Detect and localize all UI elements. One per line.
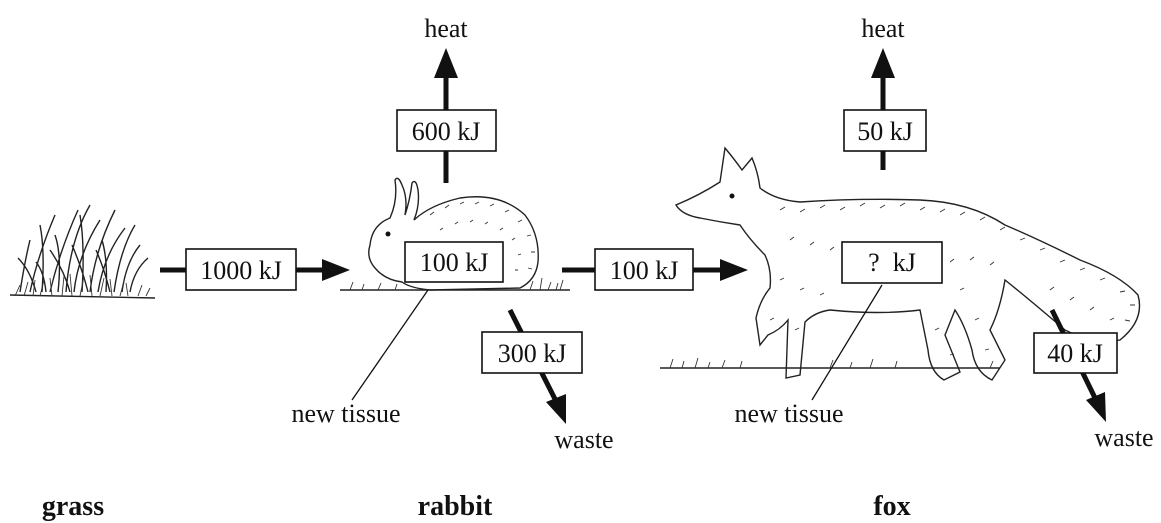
label-grass: grass xyxy=(42,491,104,522)
box-grass-to-rabbit: 1000 kJ xyxy=(186,249,296,290)
label-new-tissue-rabbit: new tissue xyxy=(291,399,400,428)
box-rabbit-heat: 600 kJ xyxy=(397,110,496,151)
label-heat-fox: heat xyxy=(861,14,905,43)
label-fox: fox xyxy=(873,491,910,522)
box-fox-heat: 50 kJ xyxy=(844,110,926,151)
energy-fox-tissue: ? kJ xyxy=(868,248,916,277)
box-fox-tissue: ? kJ xyxy=(842,242,942,283)
label-heat-rabbit: heat xyxy=(424,14,468,43)
box-rabbit-to-fox: 100 kJ xyxy=(595,249,693,290)
energy-fox-heat: 50 kJ xyxy=(857,117,913,146)
energy-rabbit-tissue: 100 kJ xyxy=(420,248,489,277)
label-rabbit: rabbit xyxy=(418,491,493,522)
box-rabbit-waste: 300 kJ xyxy=(482,332,582,373)
energy-fox-waste: 40 kJ xyxy=(1047,339,1103,368)
energy-grass-to-rabbit: 1000 kJ xyxy=(200,256,282,285)
box-fox-waste: 40 kJ xyxy=(1034,333,1117,373)
label-waste-rabbit: waste xyxy=(554,425,613,454)
energy-rabbit-waste: 300 kJ xyxy=(498,339,567,368)
pointer-rabbit-new-tissue xyxy=(352,290,428,400)
box-rabbit-tissue: 100 kJ xyxy=(405,242,503,282)
label-new-tissue-fox: new tissue xyxy=(734,399,843,428)
label-waste-fox: waste xyxy=(1094,423,1153,452)
grass-icon xyxy=(10,205,155,298)
energy-rabbit-to-fox: 100 kJ xyxy=(610,256,679,285)
pointer-fox-new-tissue xyxy=(812,285,882,400)
energy-rabbit-heat: 600 kJ xyxy=(412,117,481,146)
